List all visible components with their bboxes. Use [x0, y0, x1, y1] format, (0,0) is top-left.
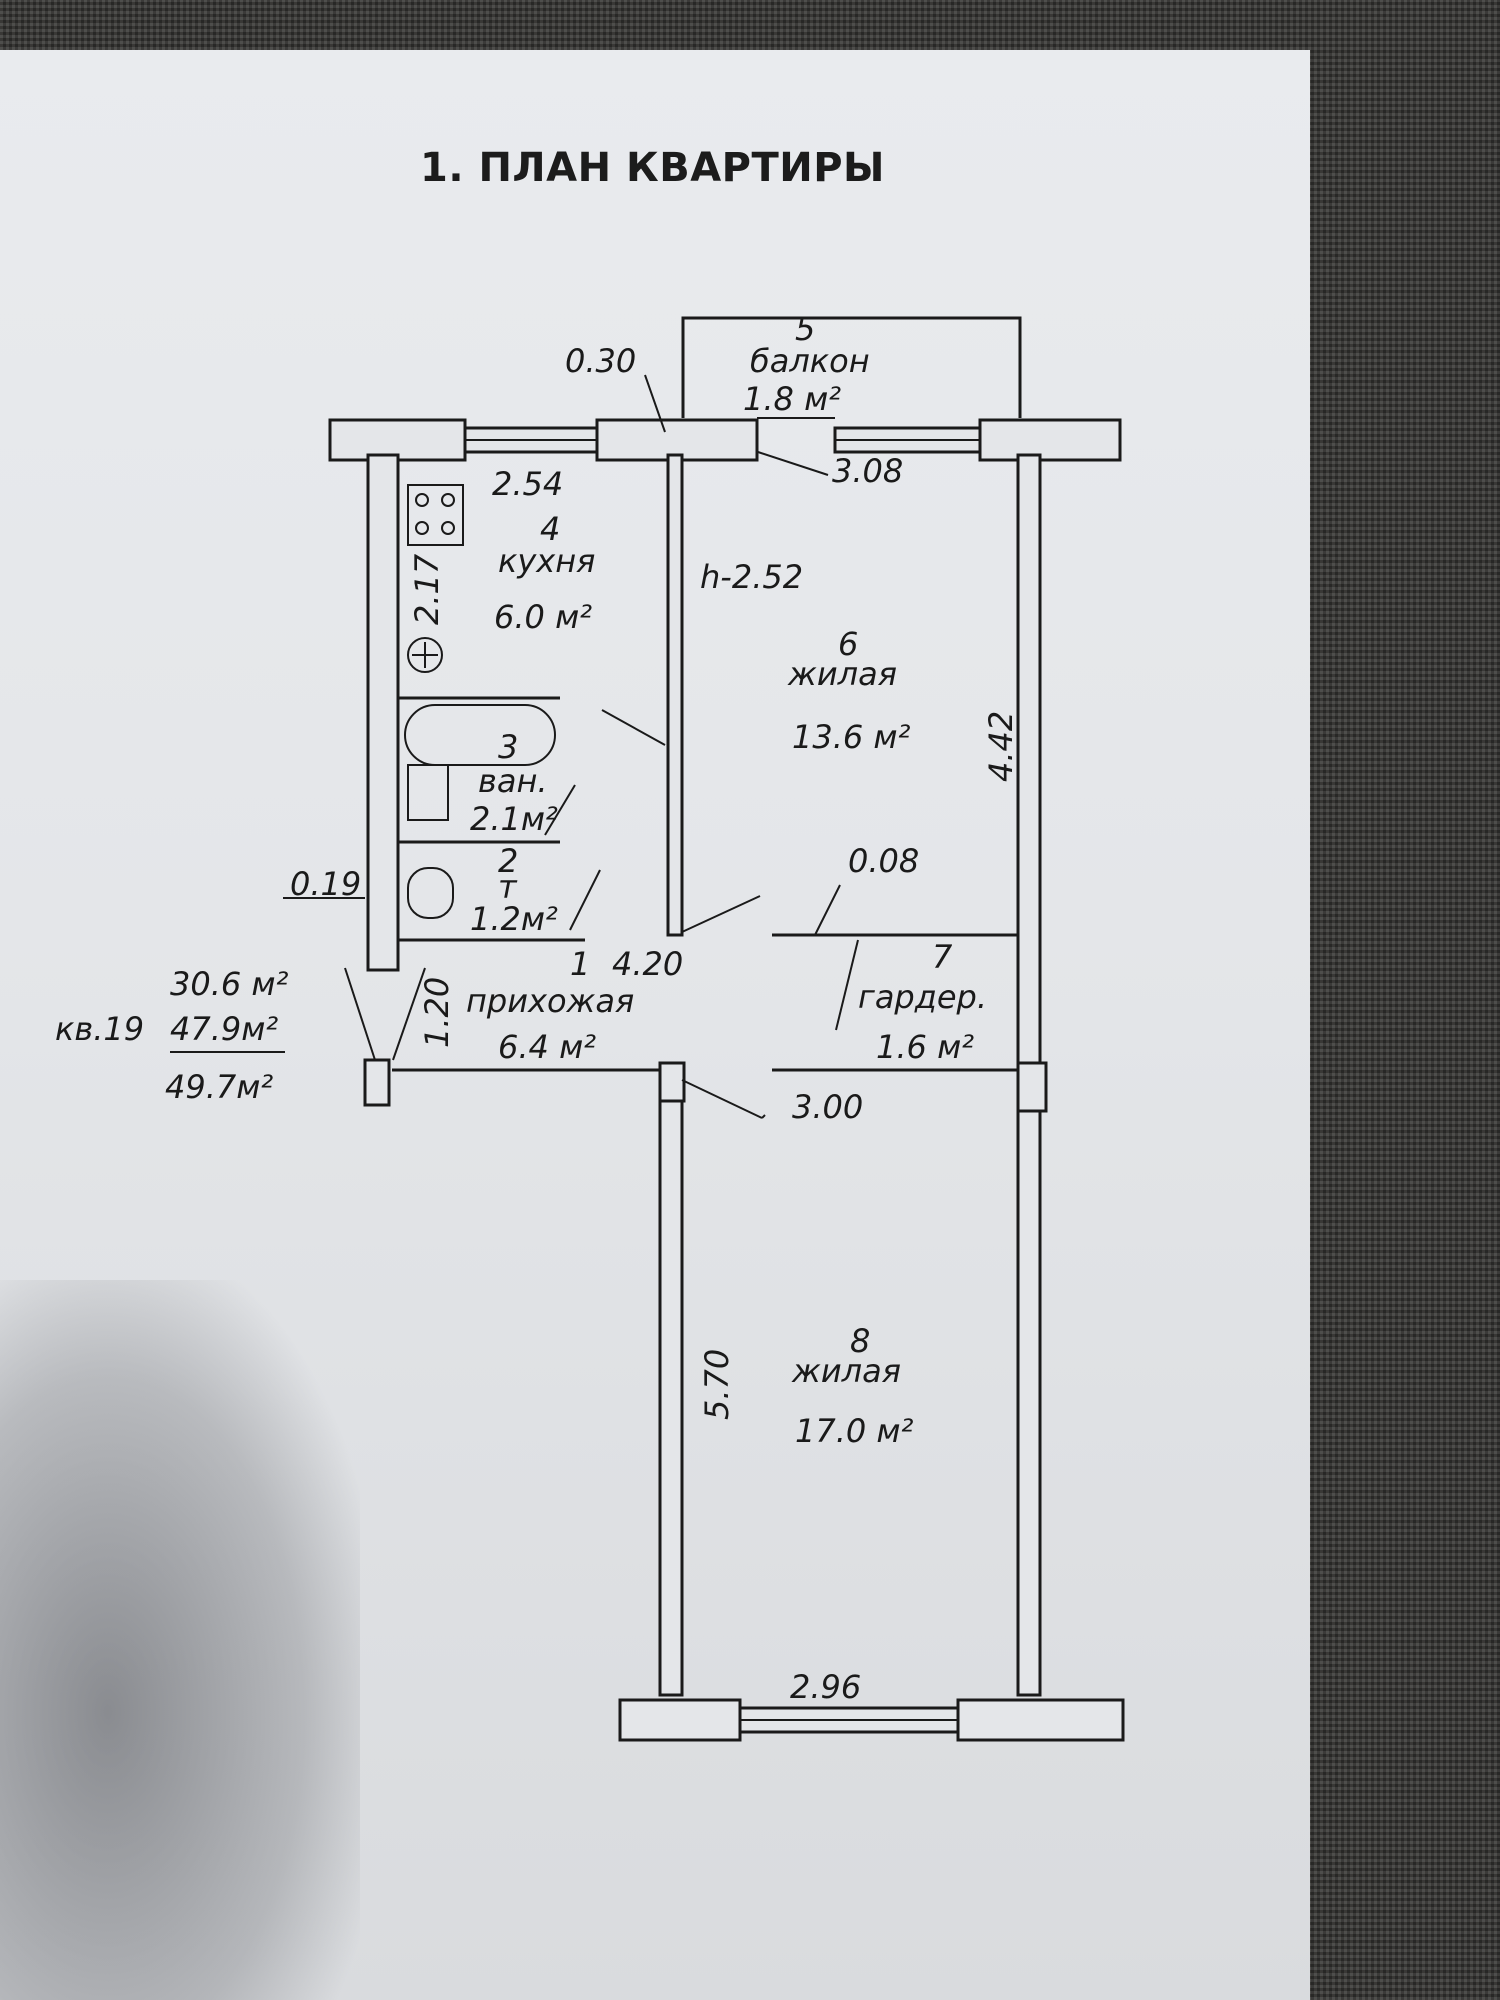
balcony-area: 1.8 м²	[743, 380, 841, 418]
room8-left-wall	[658, 1068, 684, 1697]
top-wall-middle	[595, 418, 759, 462]
burner	[441, 493, 455, 507]
leader-030	[644, 374, 666, 433]
room6-number: 6	[838, 625, 858, 663]
wardrobe-name: гардер.	[858, 978, 987, 1016]
hall-area: 6.4 м²	[498, 1028, 596, 1066]
right-wall-cap	[1016, 1061, 1048, 1113]
bath-name: ван.	[478, 762, 548, 800]
balcony-outline	[681, 316, 1022, 418]
dim-room8-length: 5.70	[698, 1349, 736, 1420]
leader-308	[757, 451, 829, 476]
ceiling-height: h-2.52	[700, 558, 803, 596]
toilet-door	[569, 869, 601, 931]
room8-wall-cap	[658, 1061, 686, 1103]
toilet-area: 1.2м²	[470, 900, 558, 938]
balcony-name: балкон	[750, 342, 870, 380]
toilet-bowl	[407, 867, 454, 919]
leader-300	[761, 1114, 766, 1119]
room6-area: 13.6 м²	[792, 718, 911, 756]
room8-number: 8	[850, 1322, 870, 1360]
top-wall-right	[978, 418, 1122, 462]
entrance-door-right	[392, 967, 426, 1061]
dim-kitchen-width: 2.54	[492, 465, 563, 503]
room6-door	[681, 895, 761, 933]
dim-hall-length: 4.20	[612, 945, 683, 983]
hall-name: прихожая	[466, 982, 634, 1020]
wardrobe-door	[835, 939, 859, 1031]
bath-door	[544, 784, 576, 836]
entrance-door-left	[344, 967, 376, 1061]
dim-room6-length: 4.42	[982, 711, 1020, 782]
dim-room6-width: 3.08	[832, 452, 903, 490]
sink	[407, 637, 443, 673]
dim-kitchen-depth: 2.17	[408, 553, 446, 625]
balcony-number: 5	[795, 310, 815, 348]
bathtub	[404, 704, 556, 766]
bath-number: 3	[498, 728, 518, 766]
wardrobe-area: 1.6 м²	[876, 1028, 974, 1066]
page-title: 1. ПЛАН КВАРТИРЫ	[420, 145, 885, 191]
burner	[415, 521, 429, 535]
bath-area: 2.1м²	[470, 800, 558, 838]
room8-door	[681, 1079, 763, 1119]
kitchen-room6-wall	[666, 453, 684, 937]
burner	[415, 493, 429, 507]
room8-name: жилая	[791, 1352, 901, 1390]
apartment-total-with-balcony: 49.7м²	[165, 1068, 273, 1106]
bottom-wall-right	[956, 1698, 1125, 1742]
kitchen-door	[601, 709, 666, 746]
kitchen-name: кухня	[498, 542, 595, 580]
room8-area: 17.0 м²	[795, 1412, 914, 1450]
toilet-number: 2	[498, 842, 518, 880]
kitchen-area: 6.0 м²	[494, 598, 592, 636]
dim-door-300: 3.00	[792, 1088, 863, 1126]
dim-balcony-wall: 0.30	[565, 342, 636, 380]
dim-partition: 0.08	[848, 842, 919, 880]
leader-008	[814, 884, 841, 936]
hall-number: 1	[570, 945, 590, 983]
bottom-wall-left	[618, 1698, 742, 1742]
dim-wall-019: 0.19	[290, 865, 361, 903]
washbasin	[407, 764, 449, 821]
toilet-name: т	[498, 868, 518, 906]
dim-hall-width: 1.20	[418, 977, 456, 1048]
burner	[441, 521, 455, 535]
dim-room8-width: 2.96	[790, 1668, 861, 1706]
room6-name: жилая	[787, 655, 897, 693]
left-outer-wall	[366, 453, 400, 972]
apartment-total-area: 47.9м²	[170, 1010, 278, 1048]
entrance-wall-stub	[363, 1058, 391, 1107]
stove	[407, 484, 464, 546]
apartment-living-area: 30.6 м²	[170, 965, 289, 1003]
kitchen-number: 4	[540, 510, 560, 548]
wardrobe-number: 7	[932, 938, 953, 976]
apartment-label: кв.19	[55, 1010, 144, 1048]
